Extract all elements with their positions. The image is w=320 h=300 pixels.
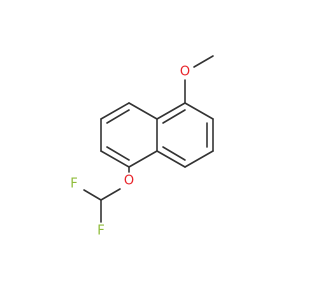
bond-ring-b-4-inner (106, 146, 130, 161)
bond-ring-b-2-inner (106, 109, 130, 124)
bond-ring-a-1 (184, 102, 214, 120)
structure-canvas: O O F F (70, 55, 214, 239)
bond-ring-a-6 (156, 102, 186, 120)
bond-ring-a-6-inner (162, 109, 186, 124)
atom-f-bottom: F (97, 224, 104, 239)
bond-ring-a-4-inner (162, 146, 186, 161)
bond-ring-a-3 (184, 150, 214, 168)
atom-o-ether: O (124, 174, 134, 189)
bond-layer (83, 55, 214, 223)
bond-c-f-left (83, 189, 102, 201)
bond-ring-b-2 (100, 102, 130, 120)
bond-ring-b-1 (128, 102, 158, 120)
bond-ring-b-4 (100, 150, 130, 168)
atom-o-methoxy: O (180, 65, 190, 80)
bond-o-ch3 (193, 55, 214, 68)
bond-o-chf2 (100, 188, 121, 201)
atom-label-layer: O O F F (70, 65, 190, 239)
bond-ring-a-4 (156, 150, 186, 168)
bond-ring-b-5 (128, 150, 158, 168)
atom-f-left: F (70, 177, 77, 192)
